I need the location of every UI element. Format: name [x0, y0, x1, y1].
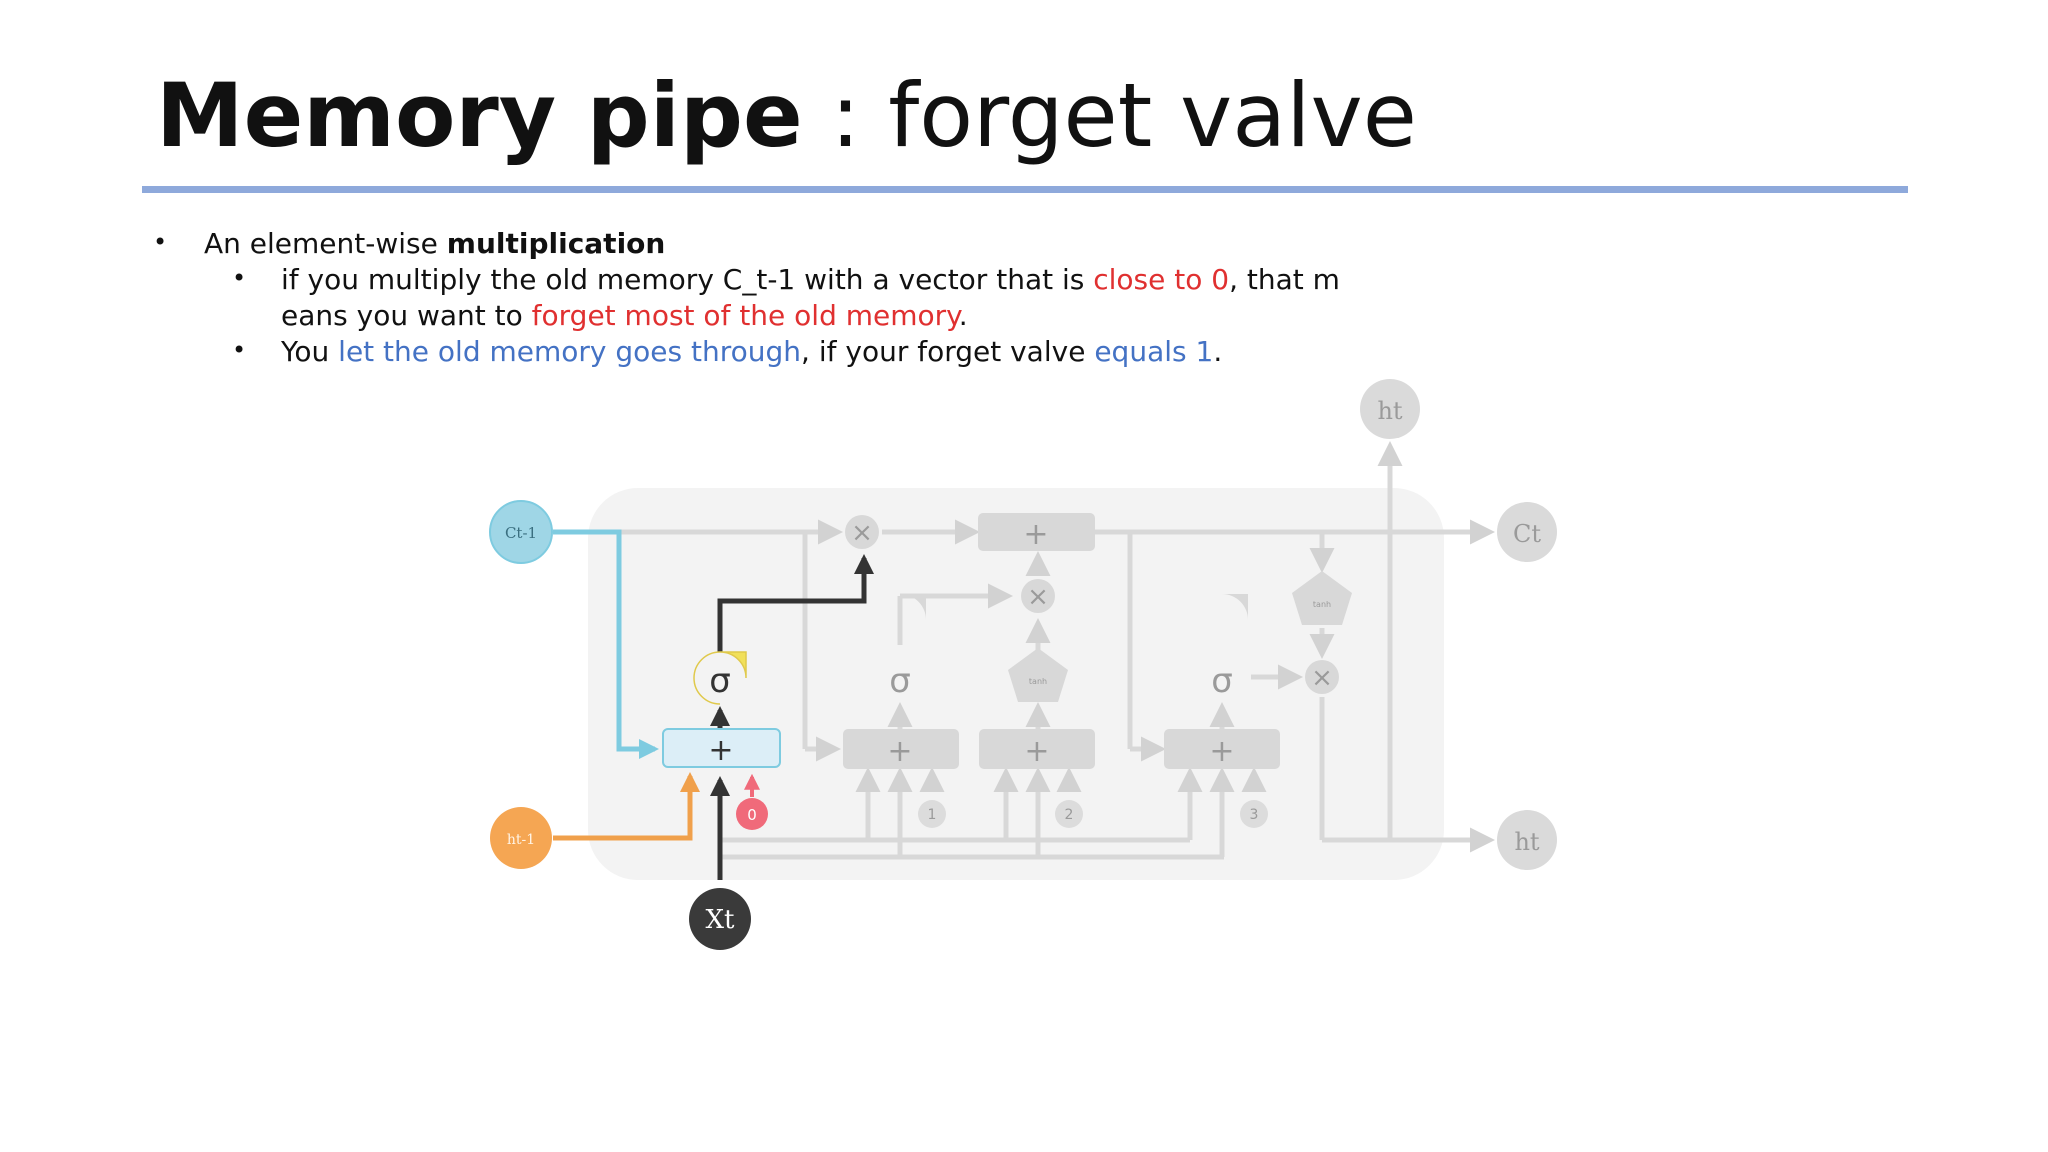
output-gate-sigma	[1196, 594, 1248, 646]
output-tanh	[1292, 571, 1352, 625]
output-multiply-label: ×	[1311, 663, 1333, 693]
cell-add-op	[978, 513, 1095, 551]
output-tanh-label: tanh	[1313, 600, 1331, 609]
bullet-dot: •	[153, 228, 168, 256]
bullet-3-highlight-blue-2: equals 1	[1094, 335, 1214, 368]
c-prev-label: Ct-1	[505, 524, 537, 542]
bullet-list: • An element-wise multiplication • if yo…	[0, 0, 2048, 400]
output-gate-sum-label: +	[1209, 734, 1234, 769]
ct-output-node	[1497, 502, 1557, 562]
h-prev-label: ht-1	[507, 832, 535, 848]
ht-output-right-node	[1497, 810, 1557, 870]
candidate-sum	[979, 729, 1095, 769]
ct-output-label: Ct	[1513, 520, 1541, 548]
x-input-node	[689, 888, 751, 950]
hidden-state-feed-line	[553, 772, 700, 841]
ht-output-right-label: ht	[1514, 828, 1539, 856]
bullet-2-text-2: eans you want to	[281, 299, 532, 332]
x-input-label: Xt	[706, 905, 736, 935]
bullet-2-text: if you multiply the old memory C_t-1 wit…	[281, 263, 1094, 296]
forget-multiply-op	[845, 515, 879, 549]
forget-multiply-label: ×	[851, 518, 873, 548]
input-gate-sum-label: +	[887, 734, 912, 769]
input-gate-sum	[843, 729, 959, 769]
input-multiply-op	[1021, 579, 1055, 613]
candidate-tanh-label: tanh	[1029, 677, 1047, 686]
cell-state-feed-line	[553, 529, 659, 759]
input-gate-sigma	[874, 594, 926, 646]
bias-3-label: 3	[1250, 807, 1259, 823]
candidate-tanh	[1008, 648, 1068, 702]
inactive-wiring	[553, 441, 1495, 860]
bullet-2-highlight-red: close to 0	[1093, 263, 1230, 296]
forget-gate-sum-label: +	[708, 733, 733, 768]
bullet-2-text-cont: , that m	[1229, 263, 1340, 296]
h-prev-node	[490, 807, 552, 869]
bias-1	[918, 800, 946, 828]
bullet-dot: •	[232, 264, 247, 292]
bullet-3-text: You	[281, 335, 339, 368]
bullet-2-line-1: if you multiply the old memory C_t-1 wit…	[281, 262, 1340, 298]
title-main: Memory pipe	[156, 64, 803, 167]
bullet-3-text-cont: , if your forget valve	[801, 335, 1095, 368]
bullet-2-end: .	[958, 299, 968, 332]
forget-gate-active-path: + σ 0	[553, 529, 874, 880]
candidate-sum-label: +	[1024, 734, 1049, 769]
output-gate-sum	[1164, 729, 1280, 769]
forget-gate-sigma	[693, 651, 747, 705]
bias-1-label: 1	[928, 807, 937, 823]
ht-output-top-label: ht	[1377, 397, 1402, 425]
slide-title: Memory pipe : forget valve	[156, 67, 1417, 165]
bullet-3-highlight-blue: let the old memory goes through	[338, 335, 802, 368]
output-gate-sigma-label: σ	[1211, 661, 1233, 701]
bullet-dot: •	[232, 336, 247, 364]
inactive-ops: + + + + × × × σ σ tanh tanh 1 2 3	[843, 513, 1352, 828]
bullet-3: You let the old memory goes through, if …	[281, 334, 1222, 370]
bullet-2-line-2: eans you want to forget most of the old …	[281, 298, 968, 334]
cell-add-op-label: +	[1023, 517, 1048, 552]
output-multiply-op	[1305, 660, 1339, 694]
sigma-to-multiply-line	[717, 554, 874, 652]
bullet-2-highlight-red-2: forget most of the old memory	[531, 299, 959, 332]
forget-gate-sum-op	[662, 728, 781, 768]
bias-0-label: 0	[747, 806, 757, 824]
title-sub: forget valve	[888, 64, 1417, 167]
bullet-3-end: .	[1213, 335, 1223, 368]
bias-0	[736, 798, 768, 830]
title-underline	[142, 186, 1908, 193]
input-gate-sigma-label: σ	[889, 661, 911, 701]
bullet-1-emphasis: multiplication	[446, 227, 666, 260]
bullet-1: An element-wise multiplication	[204, 226, 665, 262]
bias-2	[1055, 800, 1083, 828]
bias-2-label: 2	[1065, 807, 1074, 823]
title-separator: :	[802, 64, 889, 167]
input-multiply-label: ×	[1027, 582, 1049, 612]
bullet-1-text: An element-wise	[204, 227, 447, 260]
forget-gate-sigma-label: σ	[709, 661, 731, 701]
bias-3	[1240, 800, 1268, 828]
c-prev-node	[489, 500, 553, 564]
ht-output-top-node	[1360, 379, 1420, 439]
